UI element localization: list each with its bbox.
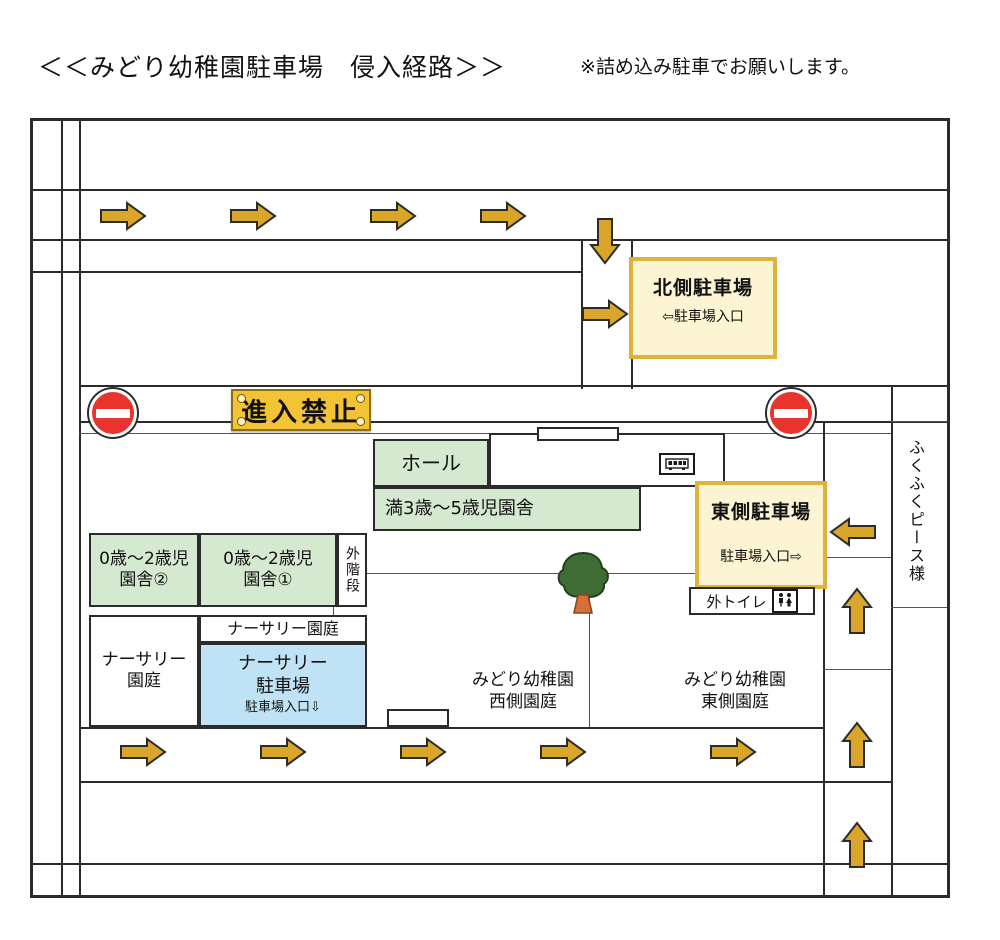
arrow-north-into-lot <box>581 299 629 329</box>
arrow-bottom-4 <box>539 737 587 767</box>
arrow-top-1 <box>99 201 147 231</box>
building-nursery-2: 0歳～2歳児 園舎② <box>89 533 199 607</box>
no-entry-bar <box>774 408 808 418</box>
road-line-left-b <box>79 121 81 895</box>
building-main-3to5: 満3歳～5歳児園舎 <box>373 487 641 531</box>
arrow-top-2 <box>229 201 277 231</box>
page-note: ※詰め込み駐車でお願いします。 <box>580 56 861 78</box>
right-lane-divider-1 <box>823 557 891 558</box>
yard-nursery-left-label: ナーサリー 園庭 <box>101 649 187 691</box>
no-entry-banner: 進入禁止 <box>231 389 371 431</box>
road-line-right-a <box>823 421 825 895</box>
restroom-icon <box>771 589 798 613</box>
road-line-mid-c <box>79 421 947 423</box>
east-parking-box[interactable]: 東側駐車場 駐車場入口⇨ <box>695 481 827 589</box>
road-line-left-a <box>61 121 63 895</box>
arrow-bottom-2 <box>259 737 307 767</box>
nursery-parking-box[interactable]: ナーサリー 駐車場 駐車場入口⇩ <box>199 643 367 727</box>
restroom-icon-glyph <box>778 593 792 607</box>
banner-tack <box>237 417 246 426</box>
yard-west-label: みどり幼稚園 西側園庭 <box>472 670 574 713</box>
yard-nursery-upper-label: ナーサリー園庭 <box>227 619 339 638</box>
arrow-bottom-1 <box>119 737 167 767</box>
building-nursery-1: 0歳～2歳児 園舎① <box>199 533 337 607</box>
building-hall: ホール <box>373 439 489 487</box>
nursery-parking-entrance: 駐車場入口⇩ <box>245 700 321 716</box>
building-white-notch <box>537 427 619 441</box>
outdoor-stairs-label: 外階段 <box>344 546 360 594</box>
outdoor-toilet-box: 外トイレ <box>689 587 815 615</box>
yard-nursery-upper: ナーサリー園庭 <box>199 615 367 643</box>
neighbor-divider-top <box>891 421 947 422</box>
yard-nursery-left: ナーサリー 園庭 <box>89 615 199 727</box>
arrow-bottom-3 <box>399 737 447 767</box>
building-nursery-2-label: 0歳～2歳児 園舎② <box>99 548 189 590</box>
tree-icon <box>551 549 615 621</box>
road-line-top-b <box>33 239 947 241</box>
no-entry-icon-left <box>89 389 137 437</box>
site-line-upper <box>79 433 891 434</box>
no-entry-banner-label: 進入禁止 <box>240 397 361 428</box>
road-line-mid-a <box>33 271 581 273</box>
north-parking-entrance: ⇦駐車場入口 <box>662 309 744 325</box>
map-frame: 北側駐車場 ⇦駐車場入口 進入禁止 ホール <box>30 118 950 898</box>
east-parking-entrance: 駐車場入口⇨ <box>720 549 802 565</box>
banner-tack <box>356 394 365 403</box>
arrow-top-3 <box>369 201 417 231</box>
neighbor-divider-bottom <box>891 607 947 608</box>
building-hall-label: ホール <box>401 450 461 475</box>
east-parking-title: 東側駐車場 <box>710 501 811 523</box>
road-line-top-a <box>33 189 947 191</box>
neighbor-label: ふくふくピース様 <box>906 439 925 583</box>
bus-icon-glyph <box>665 457 689 470</box>
arrow-north-down <box>589 217 621 265</box>
road-line-right-b <box>891 385 893 895</box>
banner-tack <box>356 417 365 426</box>
road-line-bottom-b <box>79 781 891 783</box>
arrow-east-into-lot <box>829 517 877 547</box>
page-title: ＜＜みどり幼稚園駐車場 侵入経路＞＞ <box>38 53 507 82</box>
nursery-parking-title-2: 駐車場 <box>256 675 310 697</box>
arrow-top-4 <box>479 201 527 231</box>
yard-east-label: みどり幼稚園 東側園庭 <box>684 670 786 713</box>
right-lane-divider-2 <box>823 669 891 670</box>
arrow-right-up-3 <box>841 821 873 869</box>
road-line-bottom-c <box>33 863 947 865</box>
road-line-bottom-a <box>79 727 823 729</box>
yard-small-structure <box>387 709 449 727</box>
banner-tack <box>237 394 246 403</box>
no-entry-bar <box>96 408 130 418</box>
building-main-label: 満3歳～5歳児園舎 <box>385 497 534 519</box>
north-parking-title: 北側駐車場 <box>652 277 753 299</box>
road-line-mid-b <box>79 385 947 387</box>
building-outdoor-stairs: 外階段 <box>337 533 367 607</box>
outdoor-toilet-label: 外トイレ <box>706 592 767 611</box>
yard-divider <box>589 573 590 727</box>
no-entry-icon-right <box>767 389 815 437</box>
arrow-right-up-1 <box>841 587 873 635</box>
arrow-bottom-5 <box>709 737 757 767</box>
building-nursery-1-label: 0歳～2歳児 園舎① <box>223 548 313 590</box>
north-parking-box[interactable]: 北側駐車場 ⇦駐車場入口 <box>629 257 777 359</box>
nursery-parking-title-1: ナーサリー <box>238 653 328 675</box>
bus-icon <box>659 453 695 475</box>
arrow-right-up-2 <box>841 721 873 769</box>
